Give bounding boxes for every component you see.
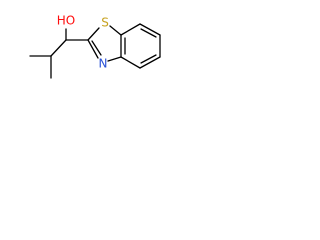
bond-c3a-n — [107, 56, 122, 62]
hydroxyl-label: HO — [57, 14, 75, 28]
sulfur-atom-label: S — [101, 16, 109, 30]
bond-n-c2ring-double — [91, 40, 102, 56]
bond-c5-c4 — [139, 56, 161, 69]
nitrogen-atom-label: N — [99, 57, 108, 71]
bond-c7-c6-double — [140, 28, 157, 38]
bond-c1-c2 — [50, 39, 67, 57]
bond-c2ring-s — [87, 27, 100, 41]
bond-n-c2ring — [87, 39, 99, 59]
bond-c5-c4-double — [140, 54, 157, 64]
molecule-structure-diagram: HO S N — [29, 14, 161, 79]
bond-c7-c6 — [139, 23, 161, 36]
bond-s-c7a — [109, 25, 122, 36]
bond-c4-c3a — [120, 56, 141, 69]
bond-c7a-c7 — [120, 23, 141, 36]
bond-skeleton — [29, 23, 161, 79]
